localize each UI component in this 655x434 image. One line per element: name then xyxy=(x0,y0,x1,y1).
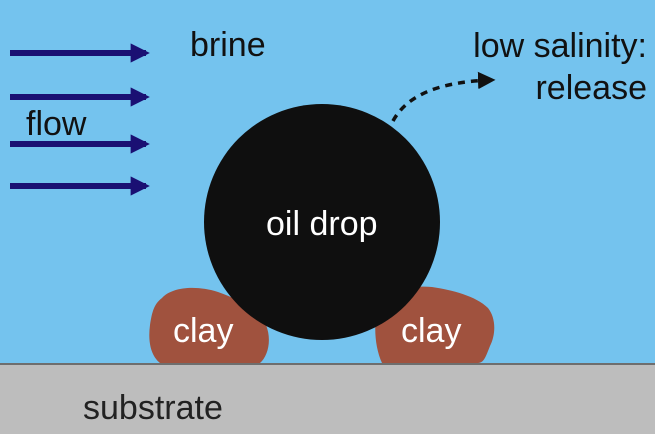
flow-arrows xyxy=(10,43,150,196)
substrate-layer xyxy=(0,363,655,434)
brine-label: brine xyxy=(190,26,266,64)
clay-left-label: clay xyxy=(173,312,234,350)
substrate-label: substrate xyxy=(83,389,223,427)
release-arrow-icon xyxy=(386,71,496,134)
low-salinity-label: low salinity: xyxy=(473,27,647,65)
clay-particle-left xyxy=(149,287,269,363)
oil-drop xyxy=(204,104,440,340)
release-label: release xyxy=(535,69,647,107)
clay-right-label: clay xyxy=(401,312,462,350)
flow-label: flow xyxy=(26,105,87,143)
oil-drop-label: oil drop xyxy=(266,205,378,243)
